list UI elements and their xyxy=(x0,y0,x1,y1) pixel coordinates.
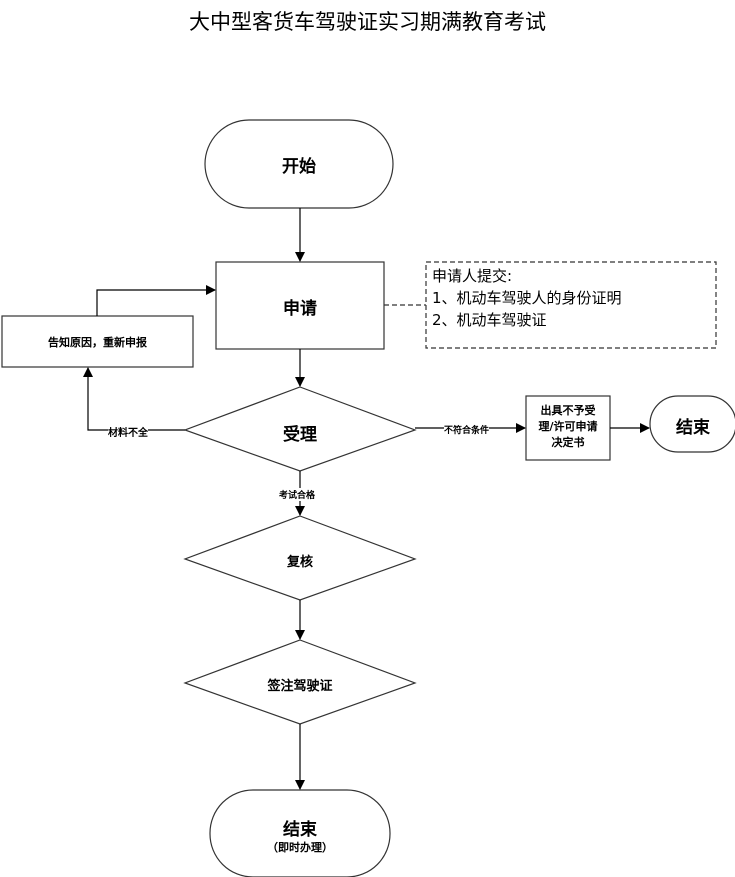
edge-accept-notify xyxy=(83,367,185,431)
reject-doc-shape xyxy=(525,395,611,461)
annotation-text: 申请人提交: 1、机动车驾驶人的身份证明 2、机动车驾驶证 xyxy=(432,265,622,331)
apply-node-label: 申请 xyxy=(283,299,317,319)
start-node-shape xyxy=(204,119,394,209)
sign-node-label: 签注驾驶证 xyxy=(267,679,333,694)
end-final-note: （即时办理） xyxy=(267,841,333,854)
end-final-label: 结束 xyxy=(283,820,317,840)
page-title: 大中型客货车驾驶证实习期满教育考试 xyxy=(189,10,546,34)
edge-label-not-qualified: 不符合条件 xyxy=(444,423,490,436)
accept-node-label: 受理 xyxy=(283,425,317,445)
edge-label-passed: 考试合格 xyxy=(279,488,316,501)
reject-doc-label: 出具不予受 理/许可申请 决定书 xyxy=(526,403,610,451)
review-node-label: 复核 xyxy=(286,555,313,570)
edge-notify-apply xyxy=(96,285,216,316)
annotation-line-1: 申请人提交: xyxy=(432,267,513,285)
end-reject-label: 结束 xyxy=(676,418,710,438)
annotation-line-3: 2、机动车驾驶证 xyxy=(432,311,547,329)
notify-node-label: 告知原因，重新申报 xyxy=(48,336,147,349)
reject-doc-line-1: 出具不予受 xyxy=(540,404,596,417)
end-reject-shape xyxy=(649,395,735,453)
end-final-shape xyxy=(209,789,391,877)
reject-doc-line-2: 理/许可申请 xyxy=(538,420,598,433)
annotation-box xyxy=(425,261,717,349)
annotation-line-2: 1、机动车驾驶人的身份证明 xyxy=(432,289,622,307)
reject-doc-line-3: 决定书 xyxy=(551,436,585,449)
edge-label-incomplete: 材料不全 xyxy=(108,424,148,439)
start-node-label: 开始 xyxy=(282,157,316,177)
apply-node-shape xyxy=(215,261,385,350)
